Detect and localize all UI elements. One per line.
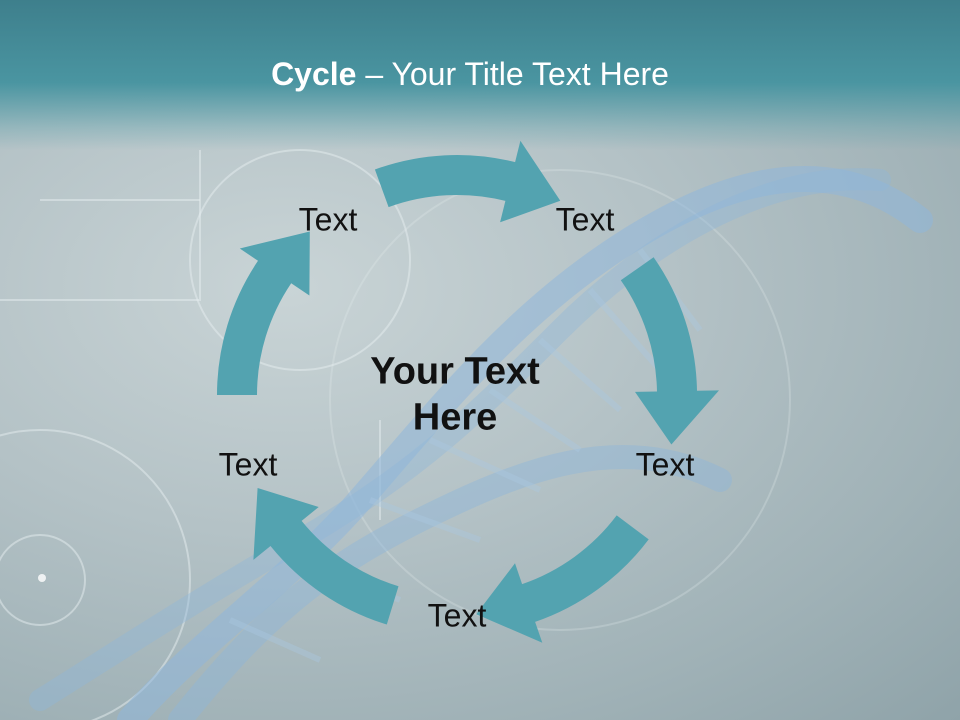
cycle-arrow-1 bbox=[374, 140, 561, 223]
cycle-label-4: Text bbox=[427, 597, 487, 634]
cycle-label-3: Text bbox=[635, 446, 695, 483]
cycle-label-2: Text bbox=[555, 201, 615, 238]
cycle-arrow-4 bbox=[253, 488, 399, 625]
cycle-label-1: Text bbox=[298, 201, 358, 238]
cycle-arrow-2 bbox=[620, 257, 719, 445]
title-rest: – Your Title Text Here bbox=[356, 56, 669, 92]
header-band bbox=[0, 0, 960, 150]
cycle-label-5: Text bbox=[218, 446, 278, 483]
title-bold: Cycle bbox=[271, 56, 357, 92]
cycle-arrow-3 bbox=[476, 515, 649, 643]
center-text: Your Text Here bbox=[370, 350, 540, 438]
page-title: Cycle – Your Title Text Here bbox=[0, 56, 940, 93]
cycle-arrow-5 bbox=[216, 231, 310, 395]
